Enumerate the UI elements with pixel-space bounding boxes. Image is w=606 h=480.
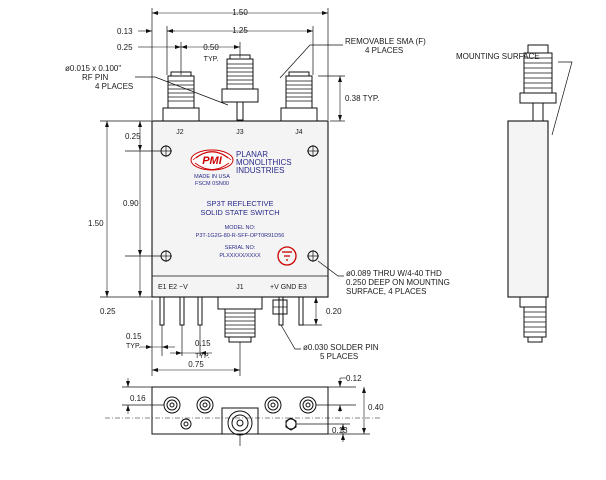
dim-body-height: 1.50 [88, 219, 104, 228]
callout-rf-pin-line2: RF PIN [82, 73, 108, 82]
dim-port-offset: 0.25 [117, 43, 133, 52]
dim-hole-from-top: 0.25 [125, 132, 141, 141]
dim-bottom-pin-offset: 0.13 [332, 426, 348, 435]
dim-overall-width: 1.50 [232, 8, 248, 17]
callout-sma-line1: REMOVABLE SMA (F) [345, 37, 426, 46]
dim-center-span: 1.25 [232, 26, 248, 35]
dim-port-pitch: 0.50 [203, 43, 219, 52]
bottom-view-port-j2 [163, 396, 181, 414]
sma-connector-j3 [221, 54, 259, 121]
pmi-logo: PMI [190, 149, 234, 171]
sma-connector-j4 [280, 71, 318, 122]
port-label-e1-e2-v: E1 E2 −V [158, 284, 188, 291]
dim-bottom-left-offset: 0.16 [130, 394, 146, 403]
callout-mounting-surface: MOUNTING SURFACE [456, 52, 573, 136]
bottom-view-port-j3 [196, 396, 214, 414]
dim-bottom-top-offset: 0.12 [346, 374, 362, 383]
mounting-hole-bottom-right [307, 250, 319, 262]
callout-sma-line2: 4 PLACES [365, 46, 403, 55]
mounting-hole-bottom-left [160, 250, 172, 262]
left-dimensions: 1.50 0.25 0.90 0.25 [88, 120, 160, 316]
callout-solder-pin: ø0.030 SOLDER PIN 5 PLACES [280, 324, 379, 361]
bottom-dimensions: 0.15 TYP. 0.15 TYP. 0.75 [126, 300, 241, 376]
mounting-hole-top-left [160, 145, 172, 157]
bottom-view: 0.12 0.40 0.13 0.16 [105, 374, 384, 446]
dim-pin-offset-left: 0.15 [126, 332, 142, 341]
dim-connector-height-group: 0.38 TYP. [318, 75, 379, 122]
callout-solder-pin-line1: ø0.030 SOLDER PIN [303, 343, 379, 352]
dim-hole-spacing: 0.90 [123, 199, 139, 208]
callout-thru-hole-line3: SURFACE, 4 PLACES [346, 287, 426, 296]
sma-connector-j2 [162, 71, 200, 122]
sma-connector-j1 [217, 296, 263, 343]
dim-pin-pitch: 0.15 [195, 339, 211, 348]
model-number: P3T-1G2G-80-R-SFF-OPT0R91D56 [196, 233, 285, 239]
title-line2: SOLID STATE SWITCH [200, 208, 279, 217]
mounting-hole-top-right [307, 145, 319, 157]
dim-edge-offset-top: 0.13 [117, 27, 133, 36]
port-label-v-gnd-e3: +V GND E3 [270, 284, 307, 291]
callout-thru-hole: ø0.089 THRU W/4-40 THD 0.250 DEEP ON MOU… [317, 260, 450, 296]
bottom-view-pin-right [285, 417, 297, 431]
dim-pin-length: 0.20 [326, 307, 342, 316]
dim-bottom-depth: 0.40 [368, 403, 384, 412]
dim-pin-length-group: 0.20 [303, 296, 342, 326]
dim-pin-offset-left-note: TYP. [126, 343, 141, 350]
port-label-j3: J3 [236, 129, 244, 136]
port-label-j4: J4 [295, 129, 303, 136]
bottom-view-port-j1 [221, 407, 259, 436]
dim-pin-span: 0.75 [188, 360, 204, 369]
bottom-view-port-e3 [299, 396, 317, 414]
callout-thru-hole-line2: 0.250 DEEP ON MOUNTING [346, 278, 450, 287]
ground-symbol-icon [277, 246, 297, 266]
bottom-view-port-j4 [264, 396, 282, 414]
dim-pin-pitch-note: TYP. [195, 353, 210, 360]
port-label-j1: J1 [236, 284, 244, 291]
callout-solder-pin-line2: 5 PLACES [320, 352, 358, 361]
callout-sma: REMOVABLE SMA (F) 4 PLACES [279, 37, 426, 79]
callout-rf-pin-line1: ø0.015 x 0.100" [65, 64, 121, 73]
mounting-surface-label: MOUNTING SURFACE [456, 52, 540, 61]
pmi-logo-text: PMI [202, 155, 223, 167]
top-dimensions: 1.50 1.25 0.13 0.25 0.50 TYP. [117, 8, 329, 120]
callout-thru-hole-line1: ø0.089 THRU W/4-40 THD [346, 269, 442, 278]
serial-number: PLXXXXX/XXXX [219, 253, 261, 259]
bottom-view-pin-left [180, 418, 192, 430]
title-line1: SP3T REFLECTIVE [207, 199, 274, 208]
callout-rf-pin: ø0.015 x 0.100" RF PIN 4 PLACES [65, 64, 229, 106]
port-label-j2: J2 [176, 129, 184, 136]
fscm-code: FSCM 0SN00 [195, 181, 229, 187]
switch-body: J2 J3 J4 E1 E2 −V J1 +V GND E3 PMI PLANA… [151, 120, 329, 298]
company-name-line2: MONOLITHICS [236, 158, 292, 167]
dim-port-pitch-note: TYP. [204, 56, 219, 63]
side-view [507, 44, 557, 343]
model-heading: MODEL NO: [225, 225, 256, 231]
made-in-usa: MADE IN USA [194, 174, 230, 180]
company-name-line1: PLANAR [236, 150, 268, 159]
serial-heading: SERIAL NO: [225, 245, 256, 251]
dim-hole-from-bottom: 0.25 [100, 307, 116, 316]
callout-rf-pin-line3: 4 PLACES [95, 82, 133, 91]
dim-connector-height: 0.38 TYP. [345, 94, 379, 103]
company-name-line3: INDUSTRIES [236, 166, 284, 175]
